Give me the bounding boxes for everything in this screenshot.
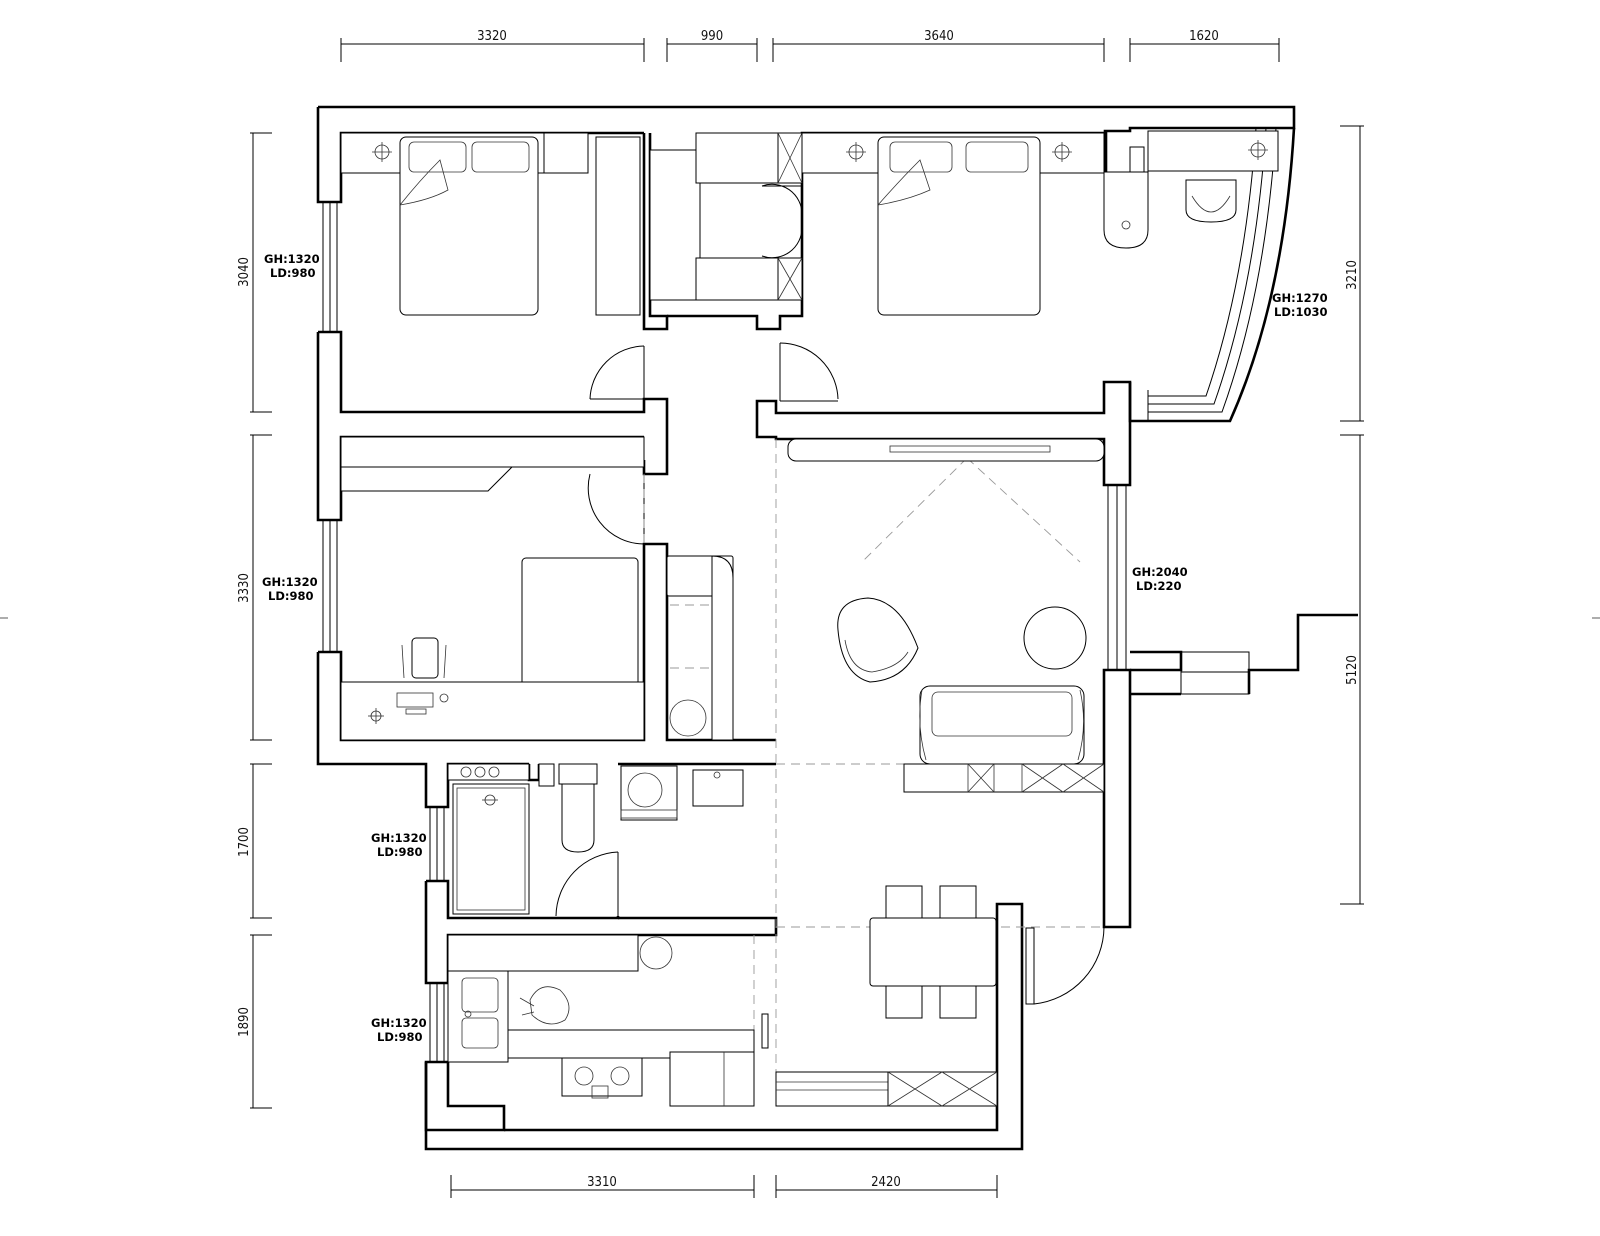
curved-bay-window — [1128, 127, 1296, 423]
dim-bottom-2: 2420 — [871, 1175, 901, 1190]
window-1-gh: GH:1320 — [264, 252, 320, 266]
dim-top-1: 3320 — [477, 29, 507, 44]
bathroom-fixtures — [447, 763, 744, 915]
dim-bottom-1: 3310 — [587, 1175, 617, 1190]
window-1-ld: LD:980 — [270, 266, 315, 280]
window-3-ld: LD:980 — [377, 845, 422, 859]
living-furniture — [787, 438, 1105, 1019]
dim-left-3: 1700 — [237, 827, 252, 857]
dim-top-2: 990 — [701, 29, 723, 44]
study-furniture — [340, 436, 734, 741]
window-2-gh: GH:1320 — [262, 575, 318, 589]
dimension-lines-bottom: 3310 2420 — [450, 1175, 998, 1198]
dim-left-4: 1890 — [237, 1007, 252, 1037]
bedroom-1-furniture — [340, 132, 641, 316]
window-2-ld: LD:980 — [268, 589, 313, 603]
dim-right-1: 3210 — [1345, 260, 1360, 290]
dim-right-2: 5120 — [1345, 655, 1360, 685]
kitchen-fixtures — [447, 934, 998, 1107]
window-4-ld: LD:980 — [377, 1030, 422, 1044]
window-6-gh: GH:2040 — [1132, 565, 1188, 579]
window-3-gh: GH:1320 — [371, 831, 427, 845]
dimension-lines-right: 3210 5120 — [1340, 125, 1364, 905]
dimension-lines-top: 3320 990 3640 1620 — [340, 29, 1280, 62]
wardrobe-furniture — [649, 132, 803, 301]
window-5-gh: GH:1270 — [1272, 291, 1328, 305]
dim-left-1: 3040 — [237, 257, 252, 287]
doors — [555, 183, 1105, 1005]
dim-top-4: 1620 — [1189, 29, 1219, 44]
dim-top-3: 3640 — [924, 29, 954, 44]
bedroom-2-furniture — [801, 132, 1105, 316]
window-4-gh: GH:1320 — [371, 1016, 427, 1030]
master-bath-fixtures — [1103, 130, 1279, 249]
dim-left-2: 3330 — [237, 573, 252, 603]
windows — [322, 201, 1250, 1063]
window-6-ld: LD:220 — [1136, 579, 1181, 593]
window-annotations: GH:1320 LD:980 GH:1320 LD:980 GH:1320 LD… — [262, 252, 1328, 1044]
window-5-ld: LD:1030 — [1274, 305, 1327, 319]
dimension-lines-left: 3040 3330 1700 1890 — [237, 132, 272, 1109]
